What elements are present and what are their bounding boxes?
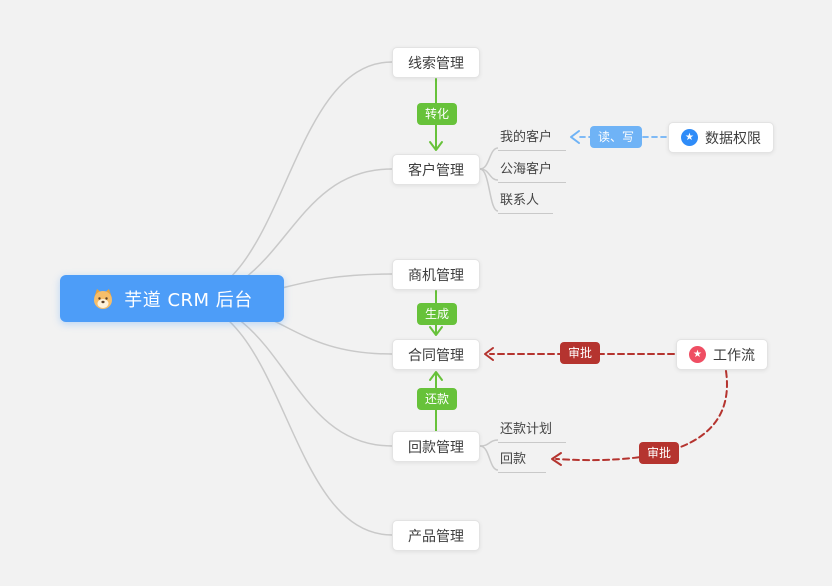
node-contract-label: 合同管理	[408, 347, 464, 364]
node-workflow: ★ 工作流	[676, 339, 768, 370]
badge-convert: 转化	[417, 103, 458, 125]
root-node-label: 芋道 CRM 后台	[124, 289, 253, 311]
badge-approve-receivable-label: 审批	[647, 446, 672, 460]
badge-generate-label: 生成	[425, 307, 450, 321]
leaf-public-customers-label: 公海客户	[500, 162, 553, 177]
badge-repay-label: 还款	[425, 392, 450, 406]
root-node-crm: 芋道 CRM 后台	[60, 275, 284, 322]
dog-icon	[91, 287, 115, 311]
node-workflow-label: 工作流	[713, 347, 755, 364]
node-data-permission: ★ 数据权限	[668, 122, 774, 153]
node-product: 产品管理	[392, 520, 480, 551]
node-receivable: 回款管理	[392, 431, 480, 462]
leaf-my-customers: 我的客户	[498, 126, 566, 151]
node-opportunity-label: 商机管理	[408, 267, 464, 284]
node-opportunity: 商机管理	[392, 259, 480, 290]
node-leads: 线索管理	[392, 47, 480, 78]
badge-approve-contract-label: 审批	[568, 346, 593, 360]
badge-read-write: 读、写	[590, 126, 643, 148]
star-icon: ★	[689, 346, 706, 363]
node-product-label: 产品管理	[408, 528, 464, 545]
badge-repay: 还款	[417, 388, 458, 410]
leaf-contacts: 联系人	[498, 189, 553, 214]
badge-generate: 生成	[417, 303, 458, 325]
node-customer: 客户管理	[392, 154, 480, 185]
leaf-my-customers-label: 我的客户	[500, 130, 553, 145]
badge-approve-contract: 审批	[560, 342, 601, 364]
leaf-repayment-plan: 还款计划	[498, 418, 566, 443]
star-icon: ★	[681, 129, 698, 146]
leaf-contacts-label: 联系人	[500, 193, 540, 208]
badge-approve-receivable: 审批	[639, 442, 680, 464]
badge-read-write-label: 读、写	[598, 130, 635, 144]
leaf-payment: 回款	[498, 448, 546, 473]
leaf-payment-label: 回款	[500, 452, 527, 467]
node-customer-label: 客户管理	[408, 162, 464, 179]
badge-convert-label: 转化	[425, 107, 450, 121]
node-contract: 合同管理	[392, 339, 480, 370]
leaf-public-customers: 公海客户	[498, 158, 566, 183]
node-receivable-label: 回款管理	[408, 439, 464, 456]
node-leads-label: 线索管理	[408, 55, 464, 72]
node-data-permission-label: 数据权限	[705, 130, 761, 147]
leaf-repayment-plan-label: 还款计划	[500, 422, 553, 437]
